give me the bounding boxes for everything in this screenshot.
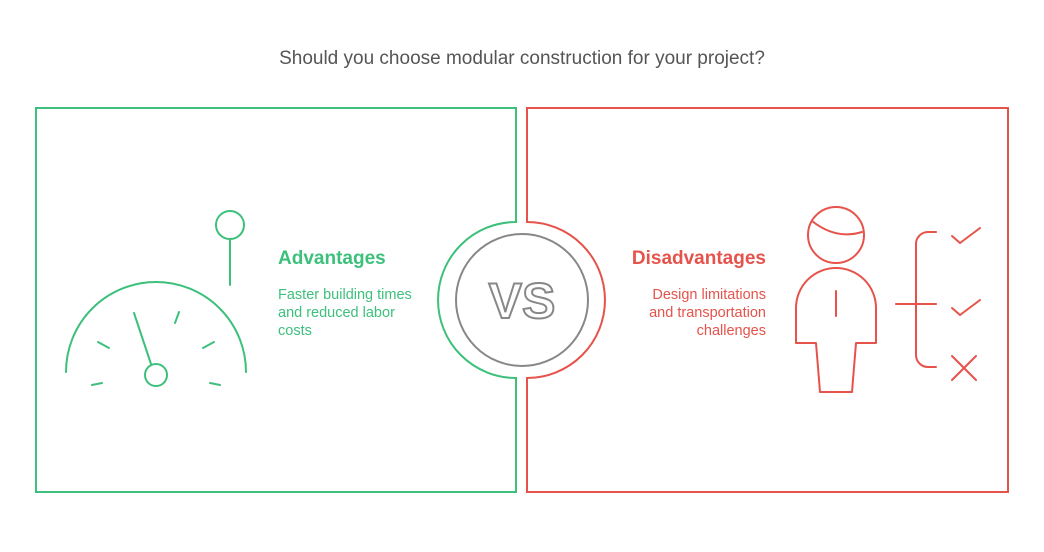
advantages-heading: Advantages [278, 248, 386, 269]
advantages-line: and reduced labor [278, 305, 395, 321]
speedometer-icon [65, 210, 247, 387]
disadvantages-line: and transportation [649, 305, 766, 321]
page-title: Should you choose modular construction f… [279, 48, 765, 69]
disadvantages-panel [526, 107, 1009, 493]
disadvantages-line: Design limitations [652, 287, 766, 303]
advantages-line: Faster building times [278, 287, 412, 303]
advantages-description: Faster building times and reduced labor … [278, 286, 412, 340]
advantages-line: costs [278, 323, 312, 339]
person-checklist-icon [795, 206, 981, 393]
advantages-panel [35, 107, 517, 493]
disadvantages-heading: Disadvantages [631, 248, 766, 269]
vs-circle [455, 233, 589, 367]
disadvantages-line: challenges [696, 323, 766, 339]
vs-label: VS [489, 273, 556, 329]
disadvantages-description: Design limitations and transportation ch… [649, 286, 766, 340]
